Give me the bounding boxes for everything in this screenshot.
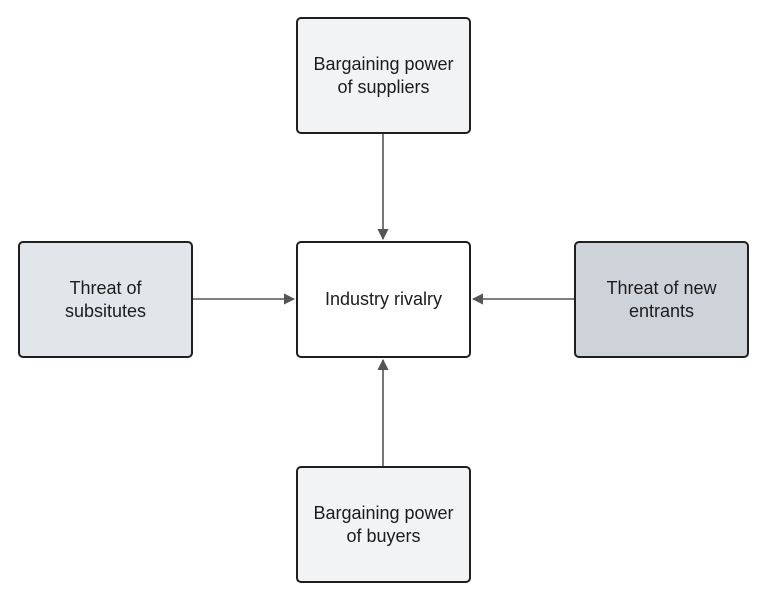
node-label: Industry rivalry [324,289,443,309]
node-label: Bargaining power of buyers [313,502,454,546]
node-label: Threat of new entrants [606,277,717,321]
node-label: Threat of subsitutes [64,277,147,321]
node-industry-rivalry: Industry rivalry [296,241,471,358]
node-bargaining-power-suppliers: Bargaining power of suppliers [296,17,471,134]
node-threat-of-substitutes: Threat of subsitutes [18,241,193,358]
node-threat-of-new-entrants: Threat of new entrants [574,241,749,358]
node-label: Bargaining power of suppliers [313,53,454,97]
node-bargaining-power-buyers: Bargaining power of buyers [296,466,471,583]
